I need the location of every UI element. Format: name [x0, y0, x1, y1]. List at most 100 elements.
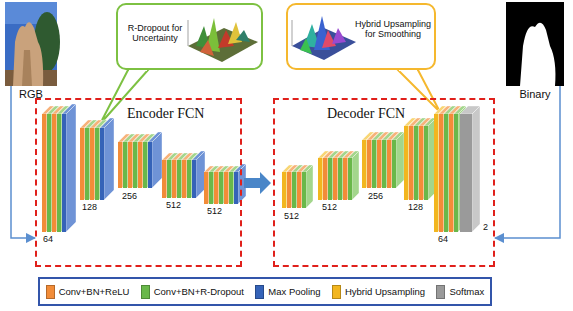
legend-swatch	[46, 285, 55, 299]
layer-front	[318, 158, 322, 200]
layer-top	[148, 132, 162, 142]
connector	[495, 86, 560, 238]
legend-item: Softmax	[436, 285, 484, 299]
layer-side	[352, 151, 359, 200]
smoothing-plot	[292, 16, 356, 60]
layer-front	[372, 140, 376, 188]
layer-side	[104, 118, 114, 200]
layer-front	[138, 142, 142, 188]
layer-front	[348, 158, 352, 200]
channel-number: 64	[43, 234, 53, 244]
channel-number: 256	[368, 191, 383, 201]
layer-front	[343, 158, 347, 200]
layer-front	[338, 158, 342, 200]
layer-front	[460, 114, 472, 232]
layer-front	[434, 114, 438, 232]
layer-top	[460, 106, 480, 114]
layer-side	[66, 104, 76, 232]
layer-front	[133, 142, 137, 188]
layer-top	[234, 164, 246, 172]
callout-bubble: R-Dropout for Uncertainty	[116, 3, 263, 70]
layer-front	[454, 114, 458, 232]
callout-text: Hybrid Upsampling for Smoothing	[354, 19, 432, 40]
layer-front	[143, 142, 147, 188]
layer-front	[382, 140, 386, 188]
layer-front	[209, 172, 213, 204]
layer-front	[419, 126, 423, 200]
layer-front	[292, 172, 296, 208]
callout-text: R-Dropout for Uncertainty	[122, 23, 188, 44]
layer-front	[80, 128, 84, 200]
layer-front	[367, 140, 371, 188]
box-title: Encoder FCN	[127, 106, 204, 122]
legend-box: Conv+BN+ReLU Conv+BN+R-Dropout Max Pooling…	[38, 277, 492, 306]
channel-number: 512	[284, 211, 299, 221]
legend-item: Hybrid Upsampling	[332, 285, 425, 299]
layer-front	[387, 140, 391, 188]
layer-front	[302, 172, 306, 208]
layer-side	[472, 106, 480, 232]
layer-top	[302, 165, 313, 172]
legend-item: Conv+BN+ReLU	[46, 285, 130, 299]
layer-top	[100, 118, 114, 128]
layer-front	[177, 160, 181, 198]
layer-front	[85, 128, 89, 200]
channel-number: 128	[82, 202, 97, 212]
layer-front	[172, 160, 176, 198]
layer-top	[62, 104, 76, 114]
channel-number: 64	[438, 234, 448, 244]
layer-front	[192, 160, 196, 198]
layer-front	[214, 172, 218, 204]
network-box: Decoder FCN	[273, 98, 495, 267]
legend-swatch	[436, 285, 445, 299]
channel-number: 128	[408, 202, 423, 212]
layer-front	[377, 140, 381, 188]
layer-front	[100, 128, 104, 200]
layer-front	[123, 142, 127, 188]
legend-text: Hybrid Upsampling	[345, 286, 425, 297]
layer-front	[62, 114, 66, 232]
layer-front	[282, 172, 286, 208]
legend-text: Conv+BN+R-Dropout	[154, 286, 244, 297]
layer-front	[392, 140, 396, 188]
layer-front	[167, 160, 171, 198]
layer-front	[409, 126, 413, 200]
layer-front	[449, 114, 453, 232]
uncertainty-plot	[188, 18, 258, 62]
box-title: Decoder FCN	[327, 106, 405, 122]
layer-front	[439, 114, 443, 232]
channel-number: 512	[166, 200, 181, 210]
image-box: Binary	[506, 2, 564, 86]
connector	[11, 86, 35, 238]
image-box: RGB	[5, 2, 57, 86]
layer-front	[362, 140, 366, 188]
layer-front	[234, 172, 238, 204]
layer-front	[47, 114, 51, 232]
rgb-photo	[5, 2, 60, 86]
layer-front	[333, 158, 337, 200]
legend-swatch	[141, 285, 150, 299]
legend-text: Softmax	[449, 286, 484, 297]
layer-front	[323, 158, 327, 200]
network-box: Encoder FCN	[35, 98, 242, 267]
channel-number: 2	[483, 222, 488, 232]
layer-front	[328, 158, 332, 200]
layer-front	[118, 142, 122, 188]
layer-front	[57, 114, 61, 232]
layer-front	[204, 172, 208, 204]
layer-front	[128, 142, 132, 188]
layer-side	[306, 165, 313, 208]
layer-front	[414, 126, 418, 200]
layer-front	[90, 128, 94, 200]
layer-front	[162, 160, 166, 198]
image-label: Binary	[506, 88, 564, 101]
layer-front	[52, 114, 56, 232]
callout-tail	[398, 70, 440, 112]
legend-text: Max Pooling	[268, 286, 320, 297]
layer-top	[392, 132, 404, 140]
layer-front	[182, 160, 186, 198]
binary-mask	[506, 2, 564, 86]
legend-item: Conv+BN+R-Dropout	[141, 285, 244, 299]
layer-front	[187, 160, 191, 198]
legend-text: Conv+BN+ReLU	[59, 286, 130, 297]
